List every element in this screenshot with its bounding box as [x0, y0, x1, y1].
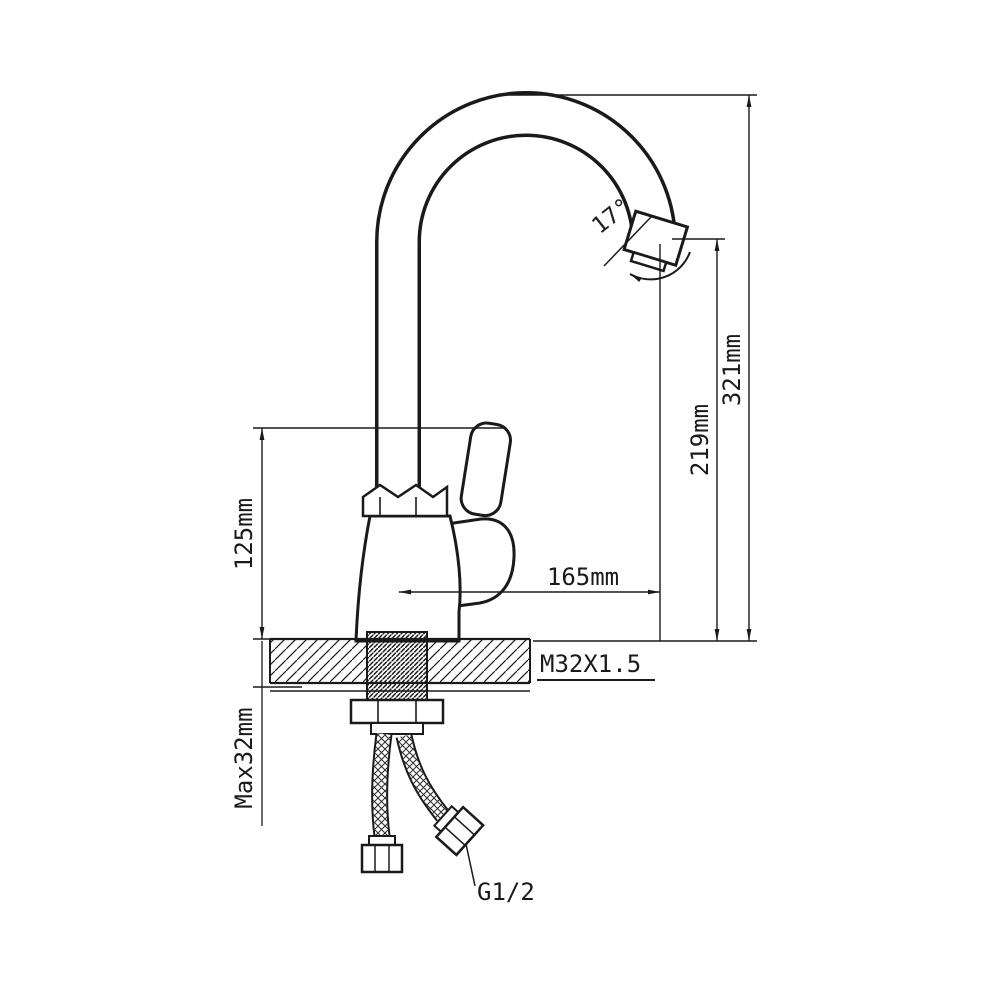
mounting-nut	[349, 698, 445, 725]
spout-head	[622, 209, 690, 273]
label-body-height: 125mm	[230, 498, 258, 570]
supply-hose-left	[371, 732, 393, 838]
label-outlet-height: 219mm	[686, 404, 714, 476]
flow-direction-arrow	[629, 251, 691, 282]
lever-handle	[459, 421, 512, 518]
gooseneck-spout-tube	[375, 91, 677, 494]
dimension-lines	[253, 94, 757, 826]
handle-hub	[445, 517, 516, 609]
label-overall-height: 321mm	[718, 334, 746, 406]
label-mounting-thread: M32X1.5	[540, 650, 641, 678]
g12-leader-line	[465, 843, 476, 887]
angle-reference-line	[603, 215, 653, 267]
collar-nut	[361, 483, 449, 518]
threaded-mounting-shank	[366, 631, 428, 701]
faucet-figure	[354, 91, 691, 643]
label-max-thickness: Max32mm	[230, 707, 258, 808]
supply-hose-right	[395, 734, 450, 822]
label-spout-reach: 165mm	[547, 563, 619, 591]
connector-tail	[370, 722, 424, 735]
countertop-section	[269, 637, 531, 692]
faucet-body	[354, 514, 462, 643]
hose-fitting-left	[360, 835, 404, 874]
hose-fitting-right	[432, 804, 485, 857]
label-hose-thread: G1/2	[477, 878, 535, 906]
